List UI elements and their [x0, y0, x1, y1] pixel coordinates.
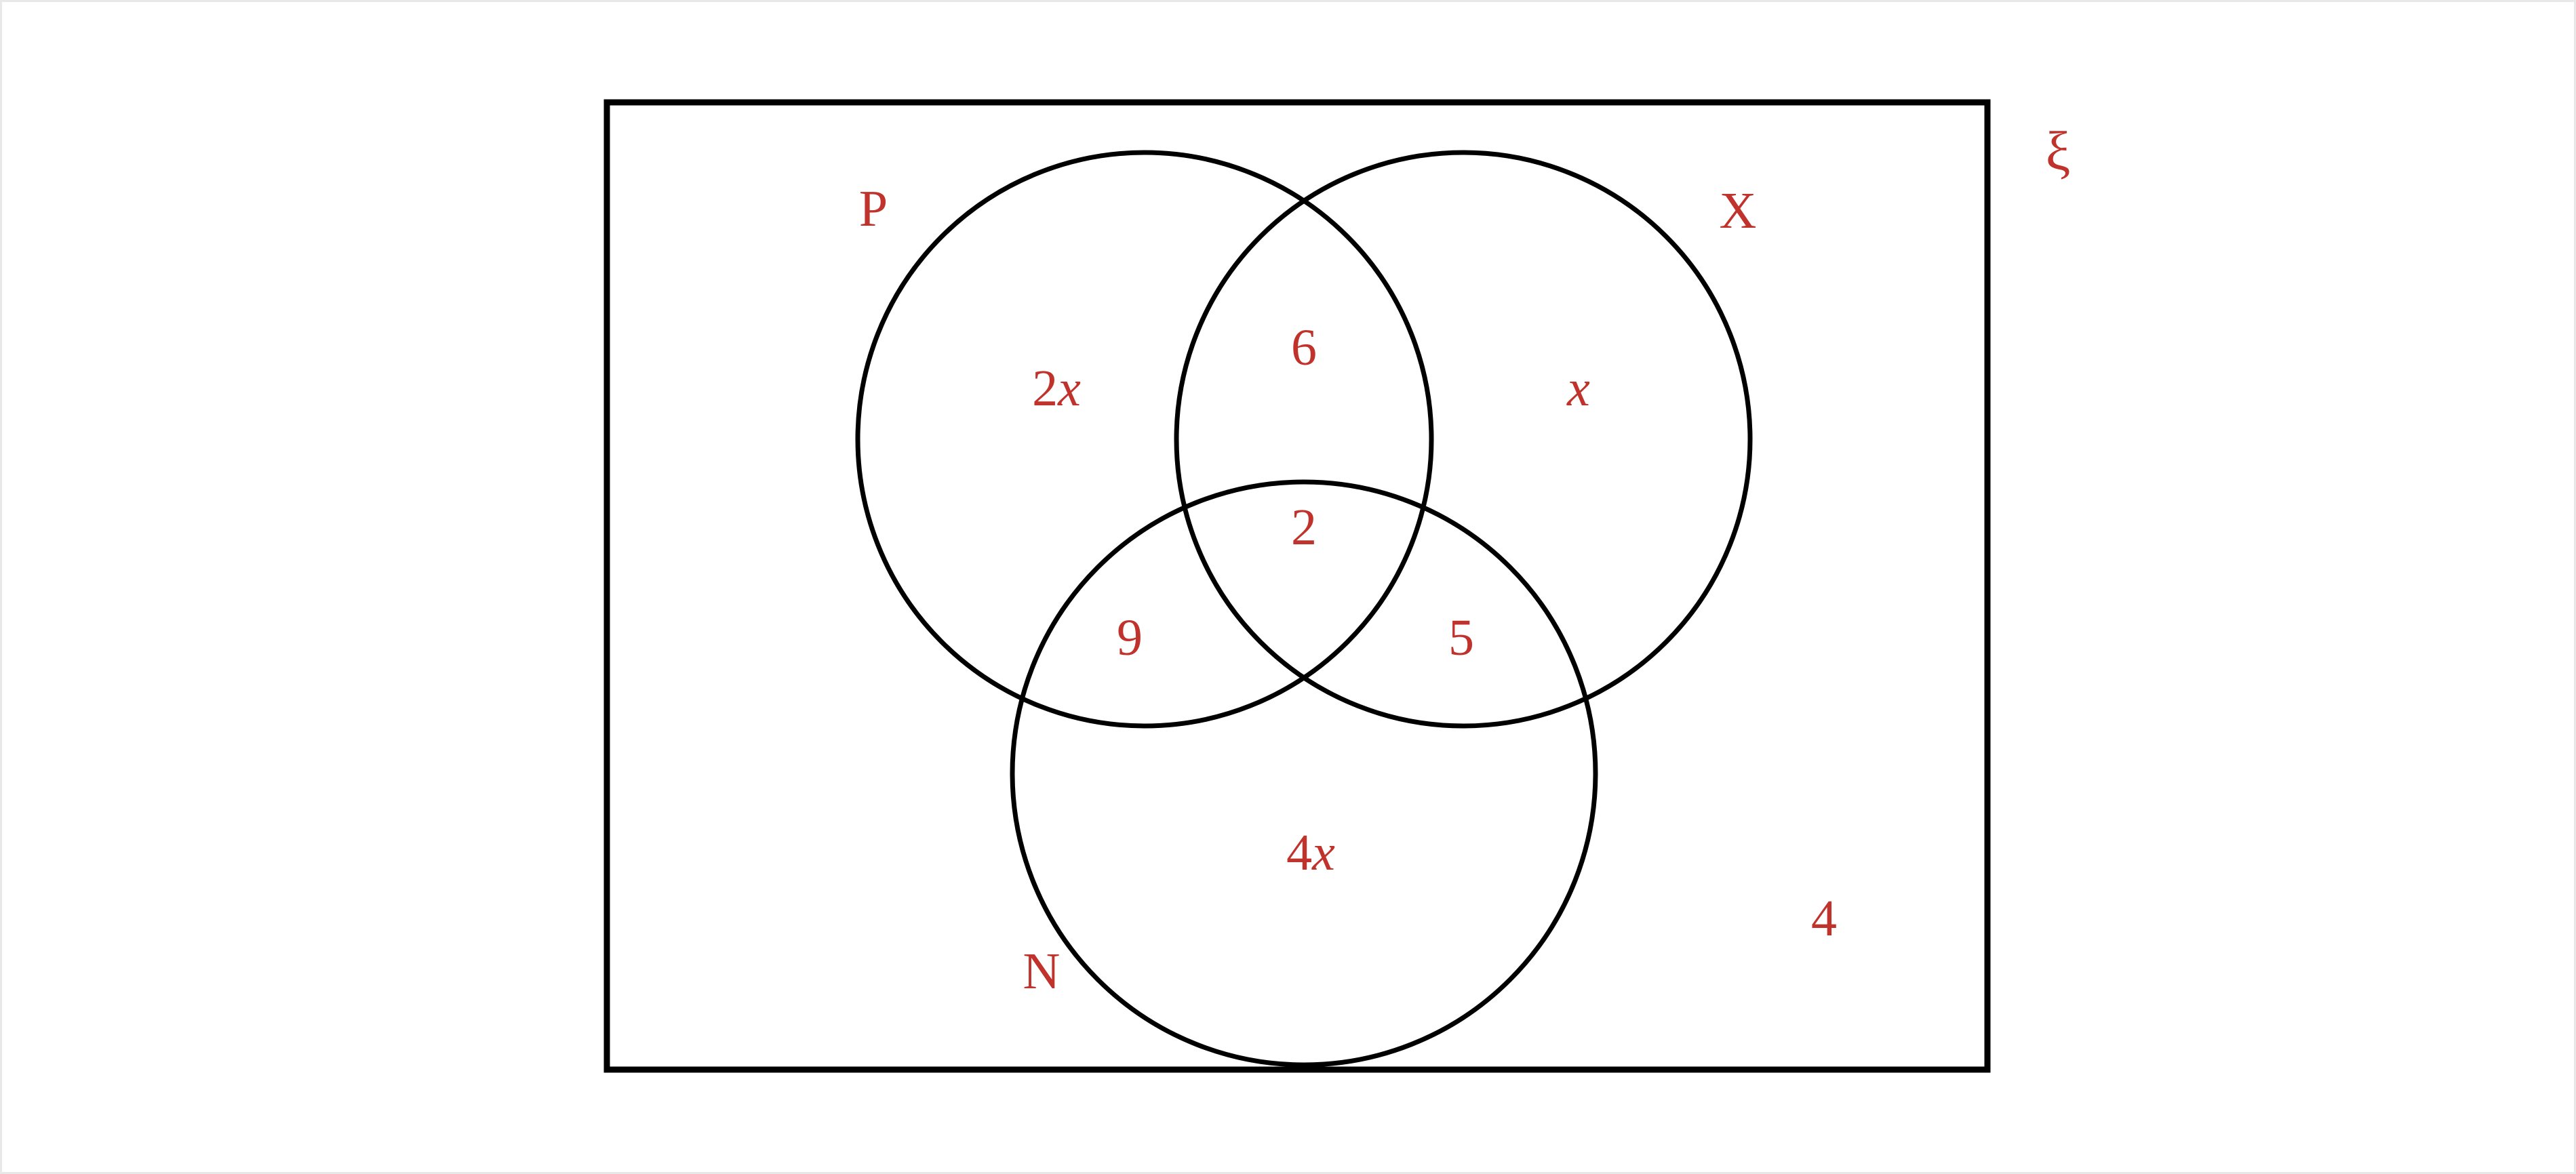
region-coefficient: 4 — [1811, 890, 1837, 947]
set-label-N: N — [1023, 943, 1061, 1000]
universal-set-rectangle — [603, 99, 1991, 1073]
region-coefficient: 5 — [1448, 609, 1474, 666]
set-circle-P — [855, 150, 1434, 729]
region-label-x-only: x — [1567, 363, 1590, 414]
region-variable: x — [1567, 360, 1590, 417]
region-coefficient: 4 — [1286, 824, 1313, 881]
region-label-outside-all: 4 — [1811, 893, 1837, 944]
region-variable: x — [1312, 824, 1335, 881]
region-label-p-only: 2x — [1032, 363, 1081, 414]
set-circle-N — [1010, 479, 1598, 1068]
set-circle-X — [1174, 150, 1753, 729]
region-coefficient: 2 — [1291, 499, 1317, 556]
region-coefficient: 6 — [1291, 319, 1317, 376]
set-label-P: P — [858, 180, 888, 237]
region-coefficient: 2 — [1032, 360, 1058, 417]
region-label-n-only: 4x — [1286, 827, 1335, 878]
region-label-p-x-n: 2 — [1291, 502, 1317, 553]
region-variable: x — [1058, 360, 1081, 417]
region-label-x-and-n: 5 — [1448, 612, 1474, 664]
region-coefficient: 9 — [1117, 609, 1143, 666]
region-label-p-and-n: 9 — [1117, 612, 1143, 664]
universal-set-symbol: ξ — [2045, 120, 2071, 182]
set-label-X: X — [1719, 182, 1757, 239]
region-label-p-and-x: 6 — [1291, 322, 1317, 373]
